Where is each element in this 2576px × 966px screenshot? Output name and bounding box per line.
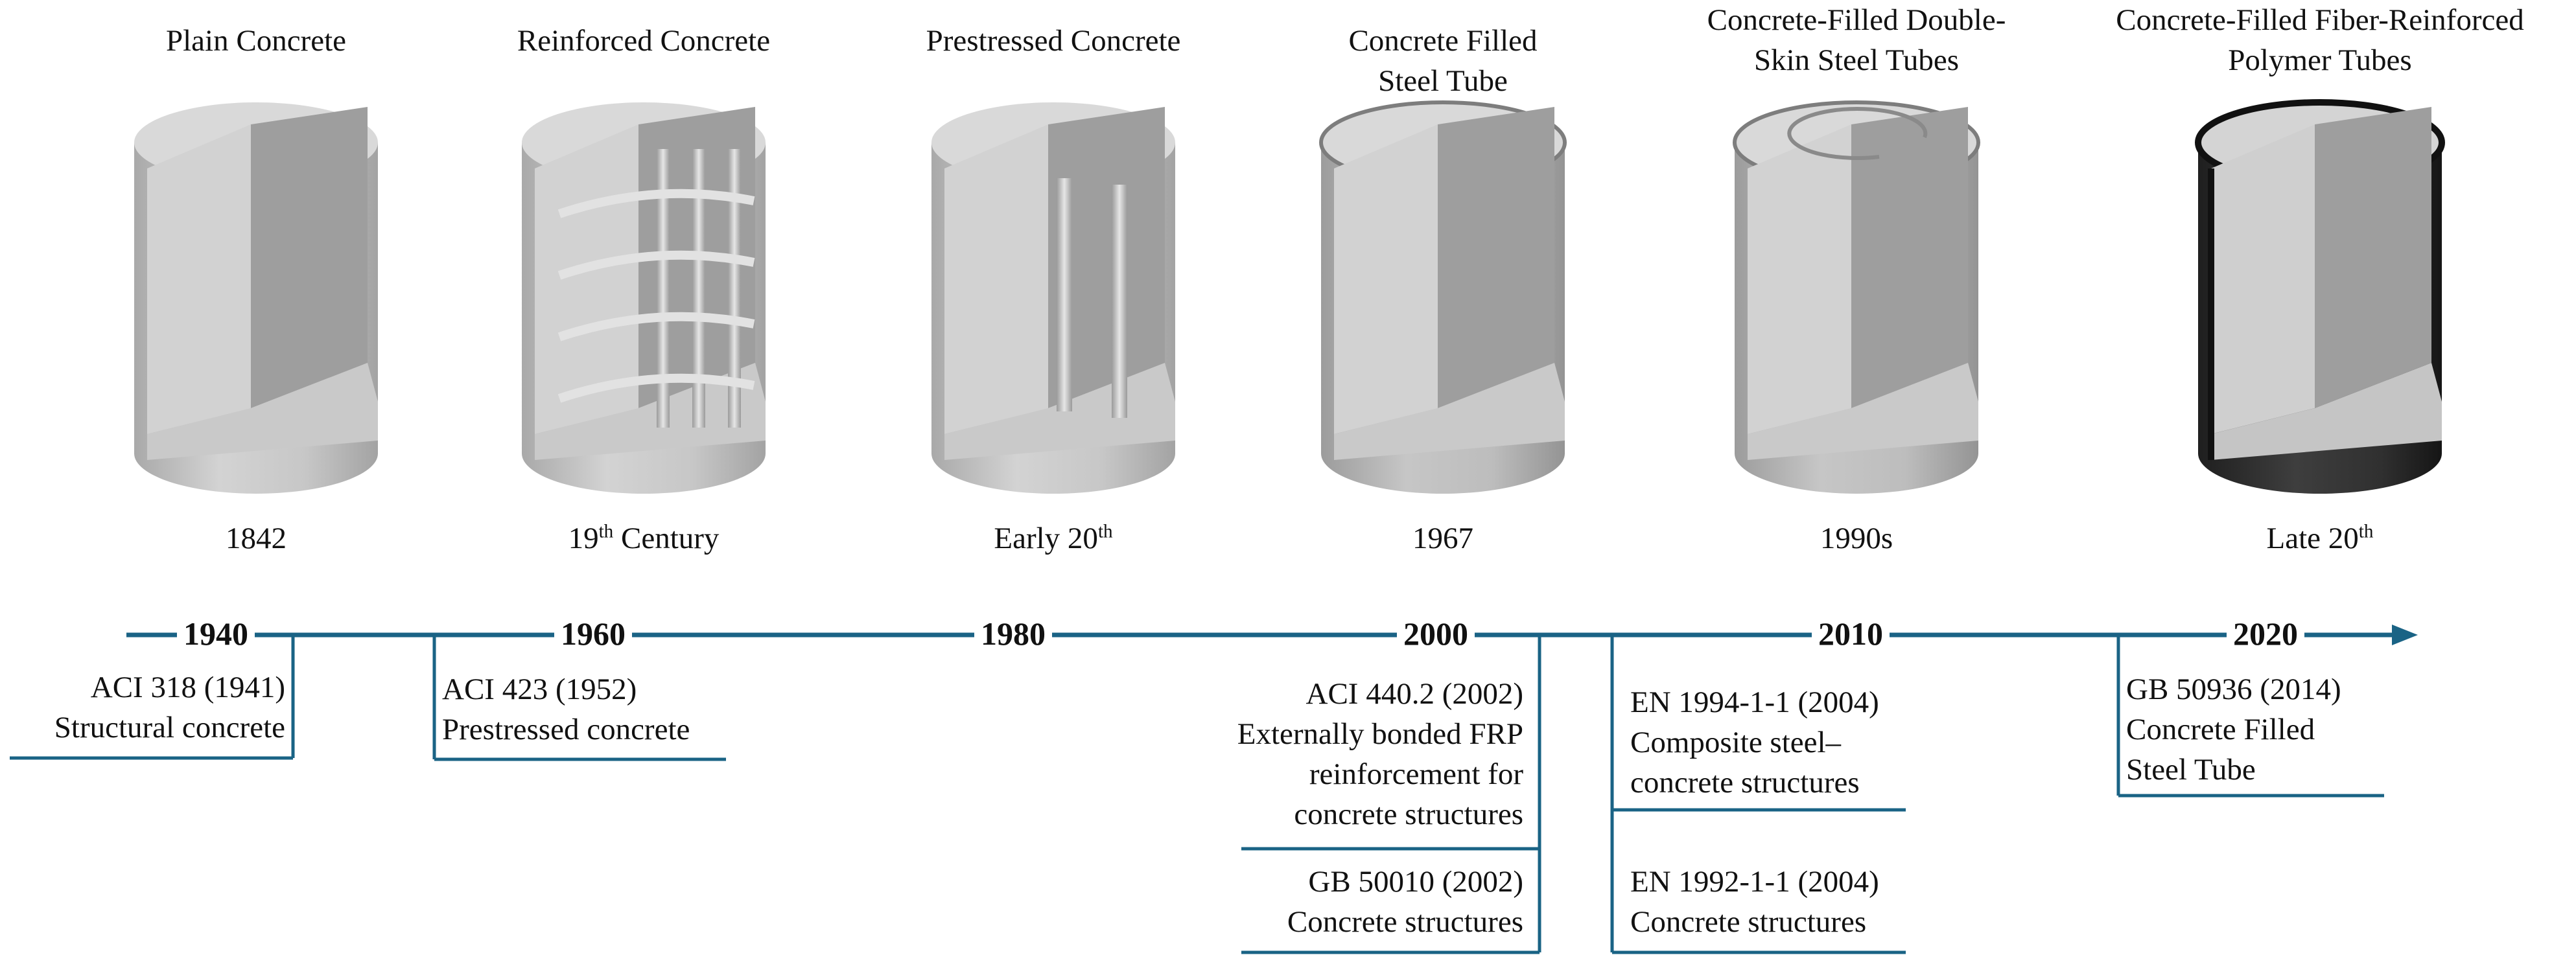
standard-code: EN 1992-1-1 (2004) bbox=[1630, 865, 1879, 899]
cut-back-face bbox=[1438, 107, 1554, 408]
standard-code: ACI 318 (1941) bbox=[90, 671, 285, 704]
standard-entry: GB 50010 (2002) Concrete structures bbox=[1186, 862, 1523, 942]
standard-description: Concrete structures bbox=[1287, 905, 1523, 939]
standard-code: GB 50010 (2002) bbox=[1308, 865, 1523, 899]
cut-back-face bbox=[251, 107, 368, 408]
column-cffrp bbox=[2195, 99, 2445, 494]
column-cfdst bbox=[1733, 100, 1980, 494]
standard-entry: ACI 440.2 (2002) Externally bonded FRP rei… bbox=[1186, 674, 1523, 834]
cut-side-face bbox=[1748, 124, 1851, 434]
inner-steel-tube bbox=[1787, 107, 1928, 161]
standard-description: Prestressed concrete bbox=[442, 713, 690, 746]
standard-code: EN 1994-1-1 (2004) bbox=[1630, 685, 1879, 719]
year-text: 1990s bbox=[1820, 522, 1893, 555]
column-cfst bbox=[1319, 100, 1567, 494]
cut-side-face bbox=[1334, 124, 1438, 434]
year-text: 19 bbox=[568, 522, 599, 555]
cut-back-face bbox=[2315, 107, 2431, 408]
year-superscript: th bbox=[1097, 521, 1113, 542]
standard-description: Structural concrete bbox=[54, 711, 285, 744]
cut-side-face bbox=[944, 124, 1048, 434]
column-name: Concrete Filled Steel Tube bbox=[1348, 24, 1538, 98]
standard-description: Composite steel– bbox=[1630, 726, 1842, 759]
column-year: 1842 bbox=[62, 518, 451, 558]
year-superscript: th bbox=[2358, 521, 2374, 542]
cut-floor-face bbox=[1748, 363, 1978, 460]
column-year: 1967 bbox=[1248, 518, 1637, 558]
cut-floor-face bbox=[2211, 363, 2442, 460]
column-year: 19th Century bbox=[449, 518, 838, 558]
standard-description: reinforcement for bbox=[1309, 757, 1523, 791]
cut-side-face bbox=[2211, 124, 2315, 434]
column-name: Reinforced Concrete bbox=[517, 24, 771, 58]
rebar bbox=[728, 149, 741, 428]
stirrup bbox=[557, 189, 755, 218]
timeline-year: 2020 bbox=[2227, 614, 2304, 653]
column-plain bbox=[134, 102, 378, 494]
timeline-year: 1980 bbox=[974, 614, 1052, 653]
standard-entry: ACI 318 (1941) Structural concrete bbox=[13, 667, 285, 748]
cut-side-face bbox=[147, 124, 251, 434]
year-text: Early 20 bbox=[994, 522, 1098, 555]
standard-entry: EN 1992-1-1 (2004) Concrete structures bbox=[1630, 862, 1928, 942]
year-text: Late 20 bbox=[2266, 522, 2359, 555]
tendon bbox=[1112, 185, 1127, 418]
standard-code: ACI 423 (1952) bbox=[442, 673, 637, 706]
year-text: 1967 bbox=[1412, 522, 1473, 555]
year-superscript: th bbox=[598, 521, 614, 542]
column-reinforced bbox=[522, 102, 766, 494]
standard-description: Steel Tube bbox=[2126, 753, 2256, 787]
standard-description: concrete structures bbox=[1294, 798, 1523, 831]
column-name: Concrete-Filled Fiber-Reinforced Polymer… bbox=[2116, 3, 2524, 77]
standard-description: Concrete structures bbox=[1630, 905, 1867, 939]
standard-entry: EN 1994-1-1 (2004) Composite steel– concre… bbox=[1630, 682, 1928, 803]
rebar bbox=[692, 149, 705, 428]
column-year: 1990s bbox=[1662, 518, 2051, 558]
cut-back-face bbox=[1851, 107, 1968, 408]
stirrup bbox=[557, 373, 755, 403]
cut-floor-face bbox=[147, 363, 378, 460]
cut-floor-face bbox=[535, 363, 766, 460]
standard-description: concrete structures bbox=[1630, 766, 1860, 799]
year-text: 1842 bbox=[226, 522, 287, 555]
tendon bbox=[1057, 178, 1072, 411]
column-year: Late 20th bbox=[2125, 518, 2514, 558]
timeline-year: 1940 bbox=[177, 614, 255, 653]
timeline-year: 1960 bbox=[554, 614, 632, 653]
standard-description: Concrete Filled bbox=[2126, 713, 2315, 746]
stirrup bbox=[557, 312, 755, 341]
column-year: Early 20th bbox=[859, 518, 1248, 558]
stirrup bbox=[557, 250, 755, 280]
column-name: Plain Concrete bbox=[165, 24, 346, 58]
standard-description: Externally bonded FRP bbox=[1237, 717, 1523, 751]
timeline-arrow-icon bbox=[2392, 625, 2418, 645]
timeline-year: 2010 bbox=[1812, 614, 1890, 653]
cut-back-face bbox=[1048, 107, 1165, 408]
column-name: Prestressed Concrete bbox=[926, 24, 1181, 58]
standard-code: GB 50936 (2014) bbox=[2126, 673, 2341, 706]
standard-entry: ACI 423 (1952) Prestressed concrete bbox=[442, 669, 727, 750]
column-name: Concrete-Filled Double-Skin Steel Tubes bbox=[1707, 3, 2006, 77]
year-suffix: Century bbox=[613, 522, 720, 555]
rebar bbox=[657, 149, 670, 428]
cut-floor-face bbox=[1334, 363, 1565, 460]
column-prestressed bbox=[931, 102, 1175, 494]
standard-code: ACI 440.2 (2002) bbox=[1306, 677, 1524, 711]
timeline-year: 2000 bbox=[1397, 614, 1475, 653]
